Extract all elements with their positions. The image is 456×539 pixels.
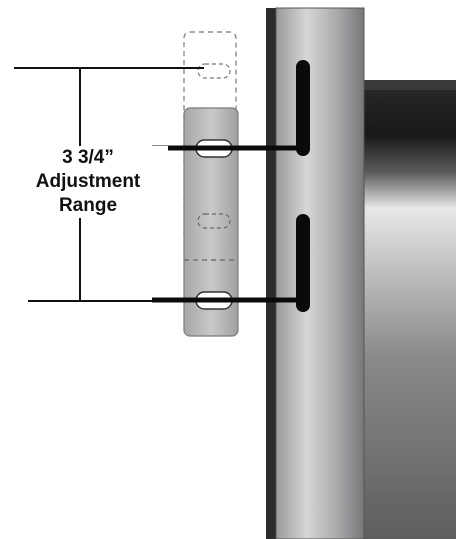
rail-dark-edge: [266, 8, 276, 539]
bracket-raised-slot-upper: [197, 63, 231, 79]
rail-slot-upper: [296, 60, 310, 156]
bracket-lowered: [183, 107, 239, 337]
equipment-panel: [360, 80, 456, 539]
dimension-caption-line2: Range: [58, 195, 118, 216]
panel-top-cap: [360, 80, 456, 90]
dimension-value: 3 3/4”: [62, 147, 114, 168]
adjustment-range-label: 3 3/4” Adjustment Range: [8, 146, 168, 218]
mounting-rail: [275, 7, 365, 539]
dimension-caption-line1: Adjustment: [35, 171, 141, 192]
bracket-raised-slot-lower: [197, 213, 231, 229]
rail-slot-lower: [296, 214, 310, 312]
